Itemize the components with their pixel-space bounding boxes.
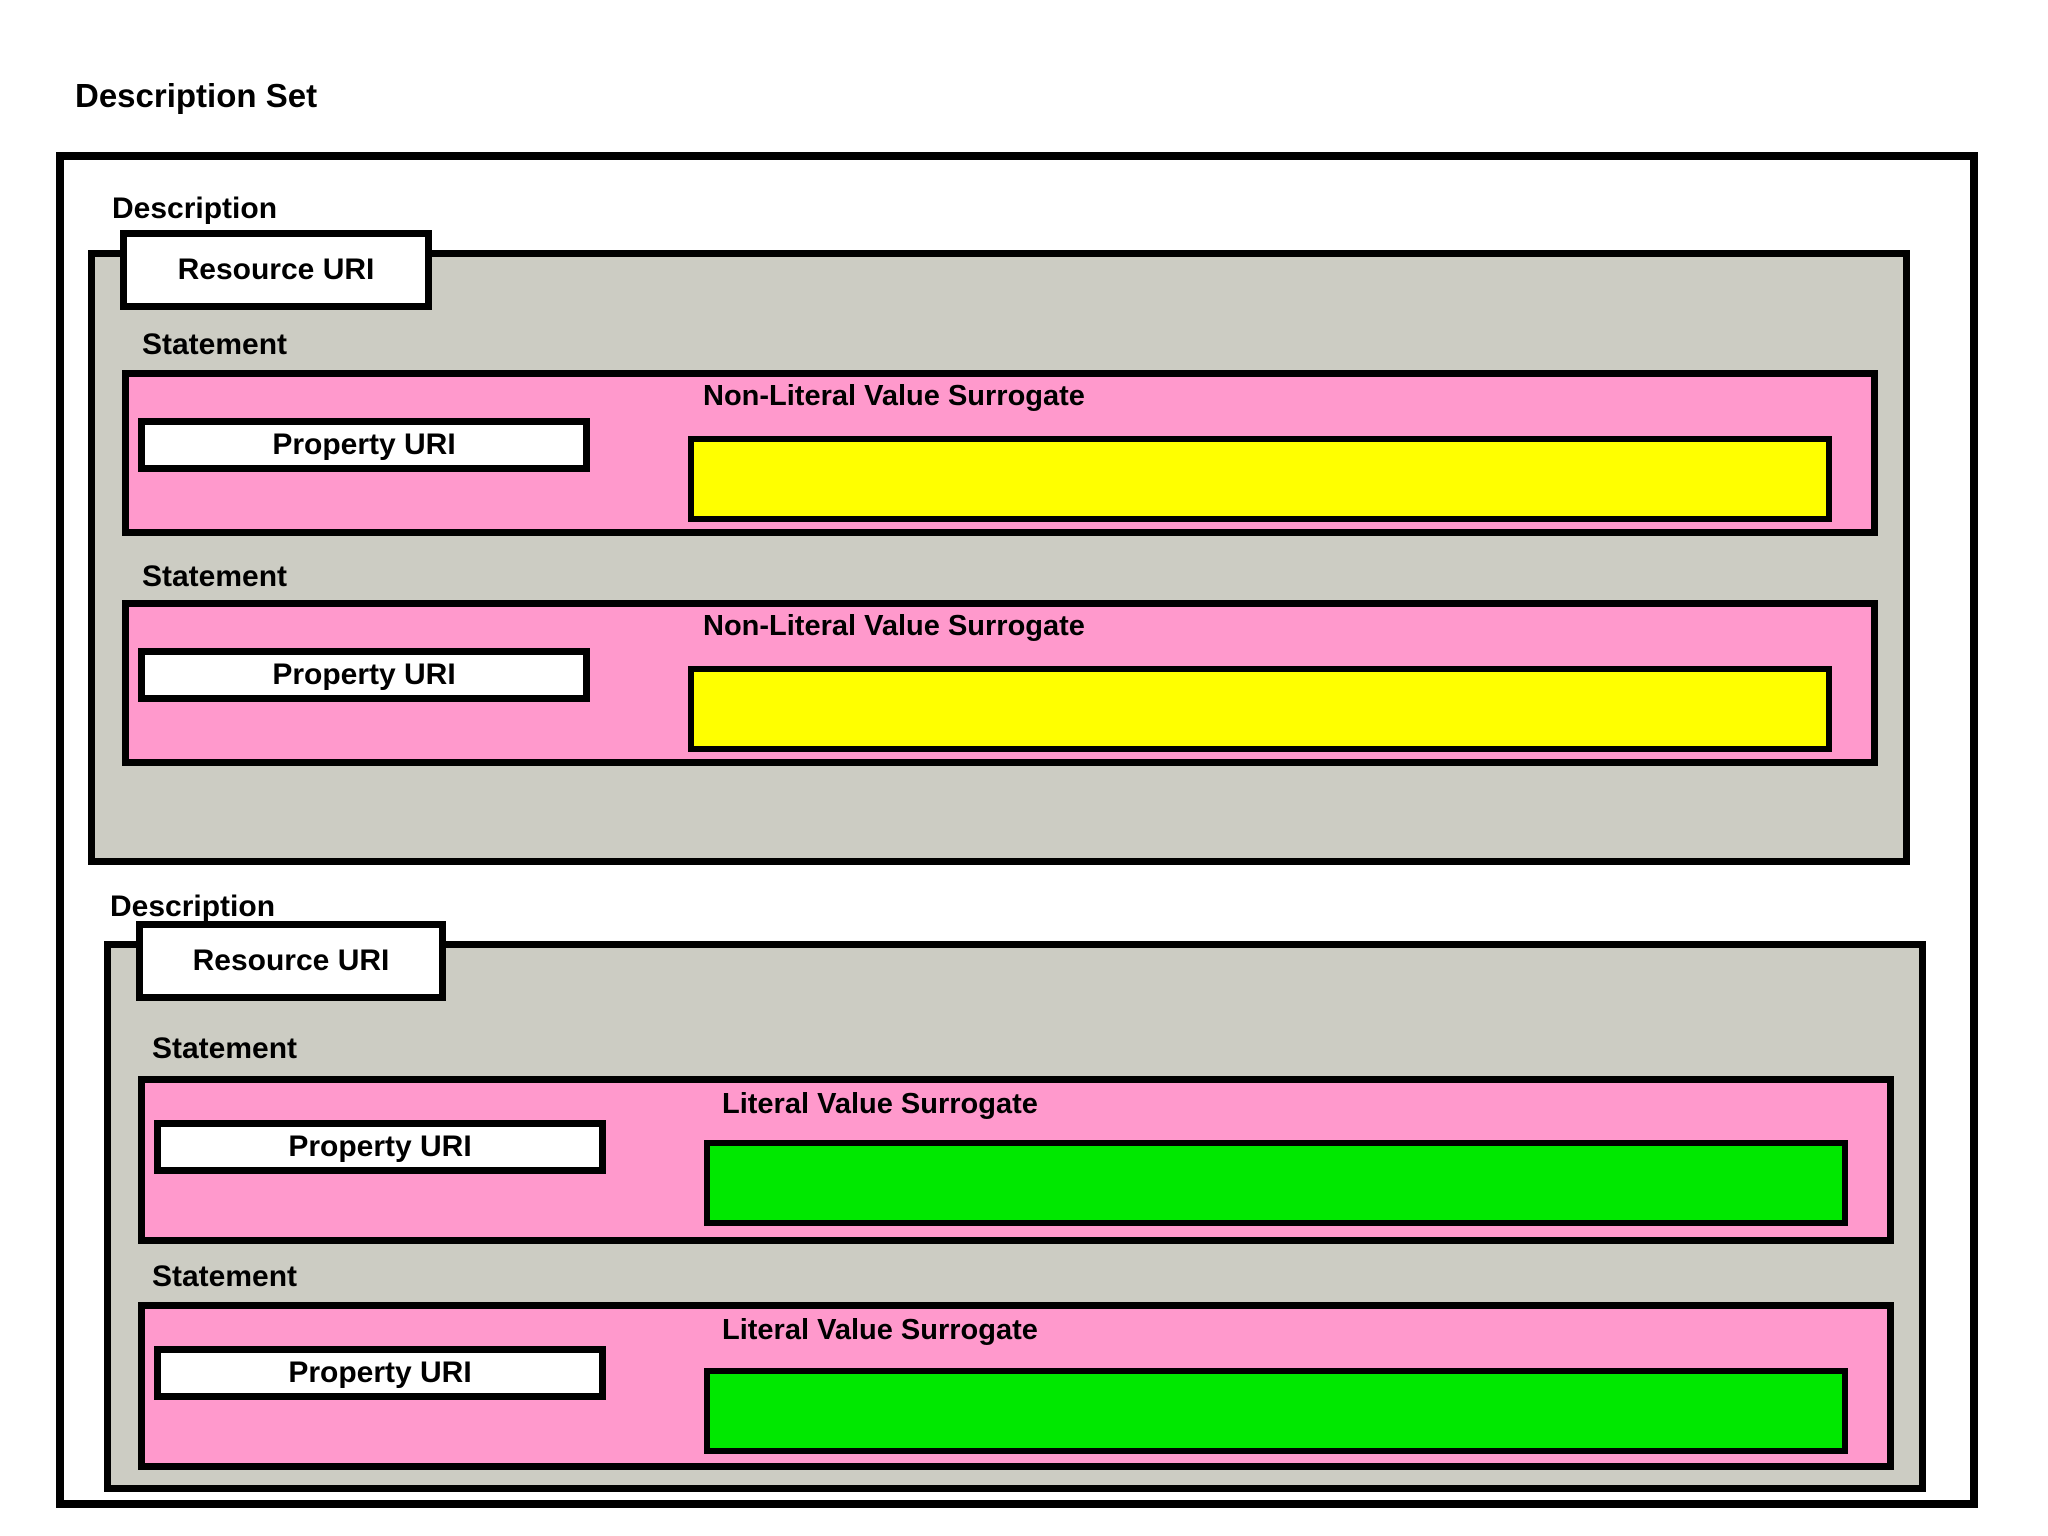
non-literal-value-box: [688, 436, 1832, 522]
property-uri-label: Property URI: [272, 428, 456, 461]
property-uri-label: Property URI: [272, 658, 456, 691]
description-label: Description: [110, 890, 276, 923]
description-label: Description: [112, 192, 278, 225]
description-set-title: Description Set: [75, 77, 318, 114]
property-uri-label: Property URI: [288, 1356, 472, 1389]
statement-label: Statement: [142, 328, 288, 361]
non-literal-value-surrogate-label: Non-Literal Value Surrogate: [703, 610, 1085, 642]
resource-uri-label: Resource URI: [192, 944, 390, 977]
non-literal-value-surrogate-label: Non-Literal Value Surrogate: [703, 380, 1085, 412]
property-uri-box: Property URI: [138, 418, 590, 472]
property-uri-box: Property URI: [138, 648, 590, 702]
literal-value-box: [704, 1368, 1848, 1454]
statement-label: Statement: [152, 1032, 298, 1065]
property-uri-label: Property URI: [288, 1130, 472, 1163]
property-uri-box: Property URI: [154, 1120, 606, 1174]
statement-label: Statement: [152, 1260, 298, 1293]
resource-uri-box: Resource URI: [120, 230, 432, 310]
non-literal-value-box: [688, 666, 1832, 752]
literal-value-surrogate-label: Literal Value Surrogate: [722, 1314, 1038, 1346]
statement-label: Statement: [142, 560, 288, 593]
literal-value-box: [704, 1140, 1848, 1226]
resource-uri-box: Resource URI: [136, 921, 446, 1001]
description-box: [88, 250, 1910, 865]
property-uri-box: Property URI: [154, 1346, 606, 1400]
resource-uri-label: Resource URI: [177, 253, 375, 286]
literal-value-surrogate-label: Literal Value Surrogate: [722, 1088, 1038, 1120]
